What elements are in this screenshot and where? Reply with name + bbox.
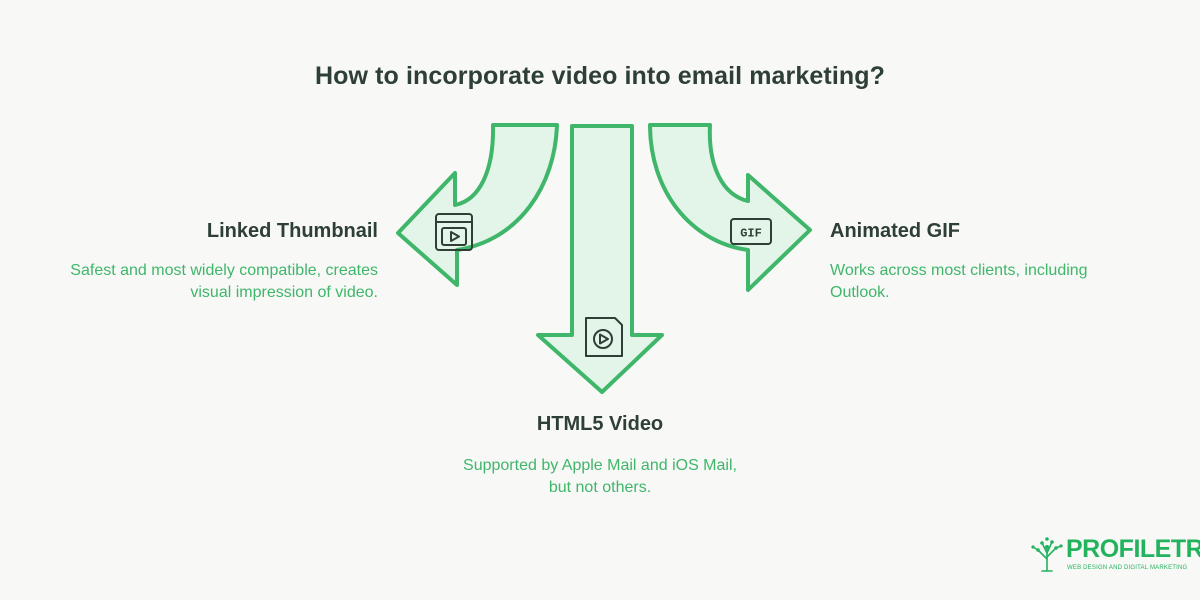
video-file-icon xyxy=(585,317,623,357)
gif-icon: GIF xyxy=(730,218,772,245)
left-arrow xyxy=(396,123,559,287)
gif-icon-label: GIF xyxy=(740,227,762,241)
animated-gif-description: Works across most clients, including Out… xyxy=(830,262,1088,301)
video-thumbnail-icon xyxy=(435,213,473,251)
profiletree-logo: PROFILETREE WEB DESIGN AND DIGITAL MARKE… xyxy=(1030,535,1200,575)
html5-video-description: Supported by Apple Mail and iOS Mail, bu… xyxy=(463,457,737,496)
logo-wordmark: PROFILETREE xyxy=(1066,535,1200,563)
middle-arrow xyxy=(536,124,664,394)
right-arrow xyxy=(648,123,812,292)
logo-tagline: WEB DESIGN AND DIGITAL MARKETING xyxy=(1067,565,1188,571)
linked-thumbnail-description: Safest and most widely compatible, creat… xyxy=(70,262,378,301)
html5-video-heading: HTML5 Video xyxy=(536,413,664,435)
tree-icon xyxy=(1031,537,1063,572)
page-title: How to incorporate video into email mark… xyxy=(315,62,885,90)
linked-thumbnail-heading: Linked Thumbnail xyxy=(206,220,378,242)
animated-gif-heading: Animated GIF xyxy=(830,220,961,242)
